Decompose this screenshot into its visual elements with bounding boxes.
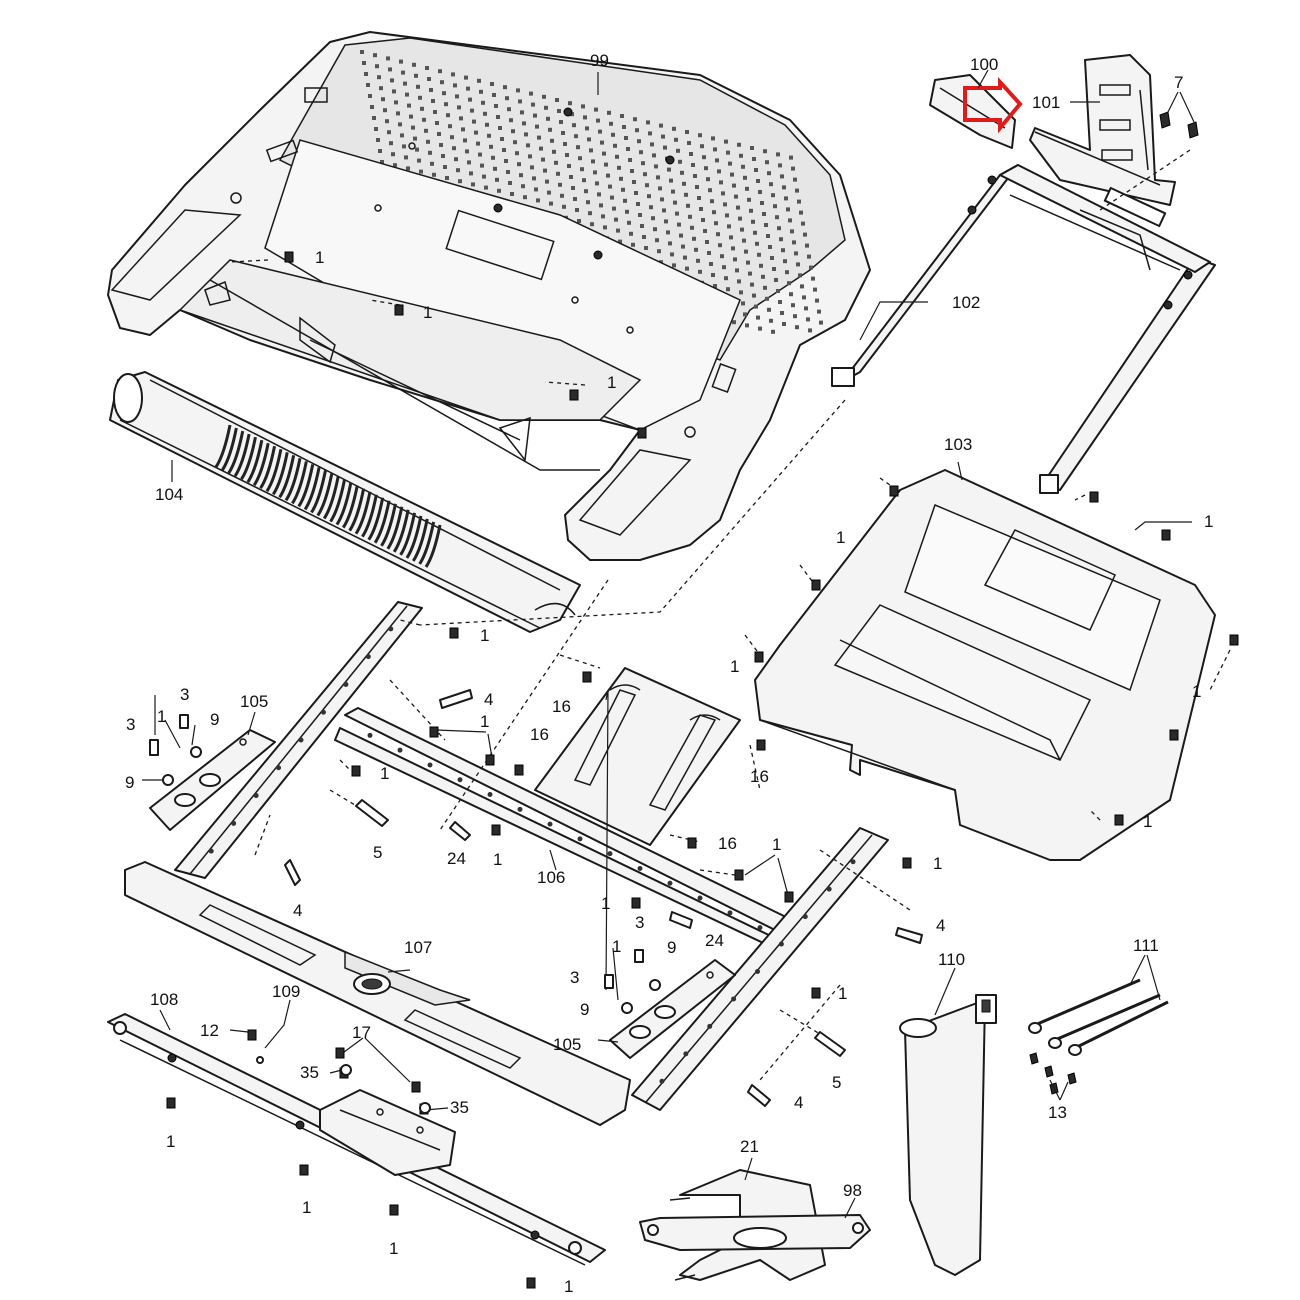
callout-4-c: 4 [936, 916, 945, 935]
callout-1: 1 [730, 657, 739, 676]
callout-21: 21 [740, 1137, 759, 1156]
right-rail-holes [659, 859, 856, 1084]
callout-3-d: 3 [570, 968, 579, 987]
callout-9-d: 9 [580, 1000, 589, 1019]
part-111-cable-ties [1028, 978, 1169, 1095]
callout-1: 1 [389, 1239, 398, 1258]
callout-7: 7 [1174, 73, 1183, 92]
callout-4-d: 4 [794, 1093, 803, 1112]
right-upright-rail [631, 827, 889, 1111]
callout-4-b: 4 [293, 901, 302, 920]
fasteners [149, 251, 1239, 1289]
callout-111: 111 [1133, 936, 1159, 955]
callout-35-b: 35 [450, 1098, 469, 1117]
callout-16-c: 16 [750, 767, 769, 786]
callout-1: 1 [564, 1277, 573, 1296]
callout-9-b: 9 [125, 773, 134, 792]
callout-1: 1 [380, 764, 389, 783]
callout-35-a: 35 [300, 1063, 319, 1082]
left-rail-holes [208, 626, 394, 854]
part-102-console-frame [831, 164, 1216, 494]
part-103-base-cover [754, 469, 1216, 861]
callout-13: 13 [1048, 1103, 1067, 1122]
callout-1: 1 [601, 894, 610, 913]
callout-1: 1 [480, 626, 489, 645]
callout-labels: 99 100 101 7 102 103 104 105 105 106 107… [125, 51, 1213, 1296]
callout-3-c: 3 [635, 913, 644, 932]
crossmember-holes [367, 732, 763, 931]
callout-1: 1 [493, 850, 502, 869]
callout-24-b: 24 [705, 931, 724, 950]
callout-1: 1 [607, 373, 616, 392]
part-104-motor-hood [109, 371, 581, 633]
part-108-base-rail [107, 1013, 606, 1266]
callout-101: 101 [1032, 93, 1060, 112]
part-98-transmitter [639, 1214, 871, 1251]
callout-1: 1 [933, 854, 942, 873]
callout-3-b: 3 [126, 715, 135, 734]
callout-12: 12 [200, 1021, 219, 1040]
callout-5-b: 5 [832, 1073, 841, 1092]
callout-16-d: 16 [718, 834, 737, 853]
callout-110: 110 [938, 950, 965, 969]
callout-16-b: 16 [530, 725, 549, 744]
callout-108: 108 [150, 990, 178, 1009]
callout-100: 100 [970, 55, 998, 74]
callout-1: 1 [166, 1132, 175, 1151]
callout-107: 107 [404, 938, 432, 957]
callout-1: 1 [1143, 812, 1152, 831]
callout-1: 1 [838, 984, 847, 1003]
callout-24-a: 24 [447, 849, 466, 868]
callout-102: 102 [952, 293, 980, 312]
callout-1: 1 [423, 303, 432, 322]
red-outline-arrow-icon [963, 76, 1023, 134]
callout-1: 1 [612, 937, 621, 956]
callout-103: 103 [944, 435, 972, 454]
callout-3-a: 3 [180, 685, 189, 704]
callout-105-right: 105 [553, 1035, 581, 1054]
callout-1: 1 [315, 248, 324, 267]
part-101-bracket [1029, 54, 1176, 206]
callout-104: 104 [155, 485, 183, 504]
dashed-guides [229, 149, 1231, 1081]
callout-98: 98 [843, 1181, 862, 1200]
part-105-right-pad [609, 959, 736, 1059]
callout-17: 17 [352, 1023, 371, 1042]
part-105-left-pad [149, 729, 276, 831]
callout-5-a: 5 [373, 843, 382, 862]
callout-1: 1 [302, 1198, 311, 1217]
callout-4-a: 4 [484, 690, 493, 709]
callout-109: 109 [272, 982, 300, 1001]
part-106-frame-crossmember [334, 667, 789, 951]
part-7-screws [1159, 111, 1199, 139]
part-99-console-shroud [107, 31, 871, 561]
callout-99: 99 [590, 51, 609, 70]
callout-16-a: 16 [552, 697, 571, 716]
callout-1: 1 [157, 707, 166, 726]
callout-106: 106 [537, 868, 565, 887]
leader-lines [142, 69, 1195, 1219]
hood-ribs [214, 424, 442, 568]
callout-1: 1 [480, 712, 489, 731]
callout-1: 1 [1192, 682, 1201, 701]
callout-1: 1 [836, 528, 845, 547]
callout-9-a: 9 [210, 710, 219, 729]
part-107-base-pan [124, 861, 631, 1126]
callout-105-left: 105 [240, 692, 268, 711]
left-upright-rail [174, 601, 423, 879]
callout-1: 1 [772, 835, 781, 854]
callout-9-c: 9 [667, 938, 676, 957]
callout-1: 1 [1204, 512, 1213, 531]
part-110-belt-strap [899, 994, 997, 1276]
